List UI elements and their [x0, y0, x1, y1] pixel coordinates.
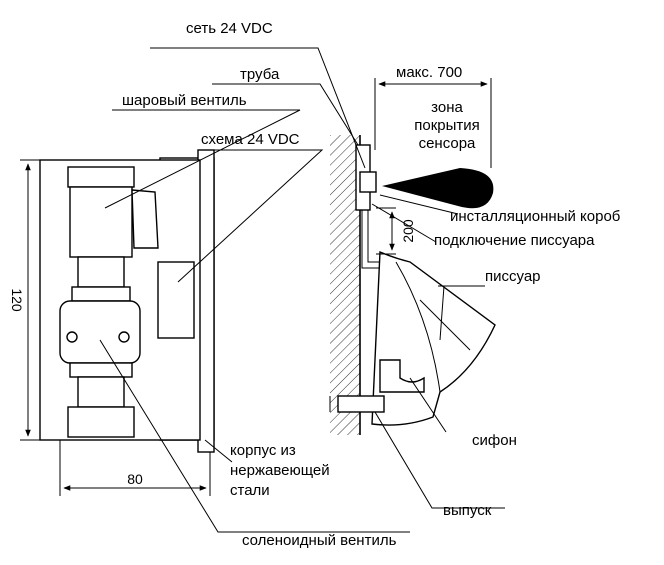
circuit-label: схема 24 VDC	[201, 131, 300, 148]
height-dimension: 120	[9, 288, 25, 312]
valve-unit: 120 80	[9, 149, 215, 496]
labels: сеть 24 VDC труба шаровый вентиль схема …	[122, 20, 620, 549]
ball-valve-handle	[131, 189, 159, 249]
housing-label-3: стали	[230, 482, 270, 499]
circuit-board	[157, 261, 195, 339]
housing-label-1: корпус из	[230, 442, 296, 459]
ball-valve-label: шаровый вентиль	[122, 92, 247, 109]
solenoid-label: соленоидный вентиль	[242, 532, 397, 549]
width-dimension: 80	[127, 471, 143, 487]
install-box-label: инсталляционный короб	[450, 208, 620, 225]
siphon	[379, 359, 425, 393]
urinal-label: писсуар	[485, 268, 541, 285]
sensor-zone-label-2: покрытия	[414, 117, 480, 134]
sensor-zone-label-1: зона	[431, 99, 463, 116]
network-label: сеть 24 VDC	[186, 20, 273, 37]
siphon-label: сифон	[472, 432, 517, 449]
urinal	[371, 250, 496, 426]
pipe-label: труба	[240, 66, 280, 83]
max-range-label: макс. 700	[396, 64, 462, 81]
wall	[330, 135, 361, 435]
sensor-zone-label-3: сенсора	[419, 135, 476, 152]
urinal-connection-label: подключение писсуара	[434, 232, 595, 249]
outlet-label: выпуск	[443, 502, 492, 519]
leader-lines	[99, 47, 505, 533]
housing-label-2: нержавеющей	[230, 462, 330, 479]
drain-pipe	[337, 395, 385, 413]
sensor-zone-cone	[382, 168, 494, 209]
offset-dimension: 200	[400, 219, 416, 243]
